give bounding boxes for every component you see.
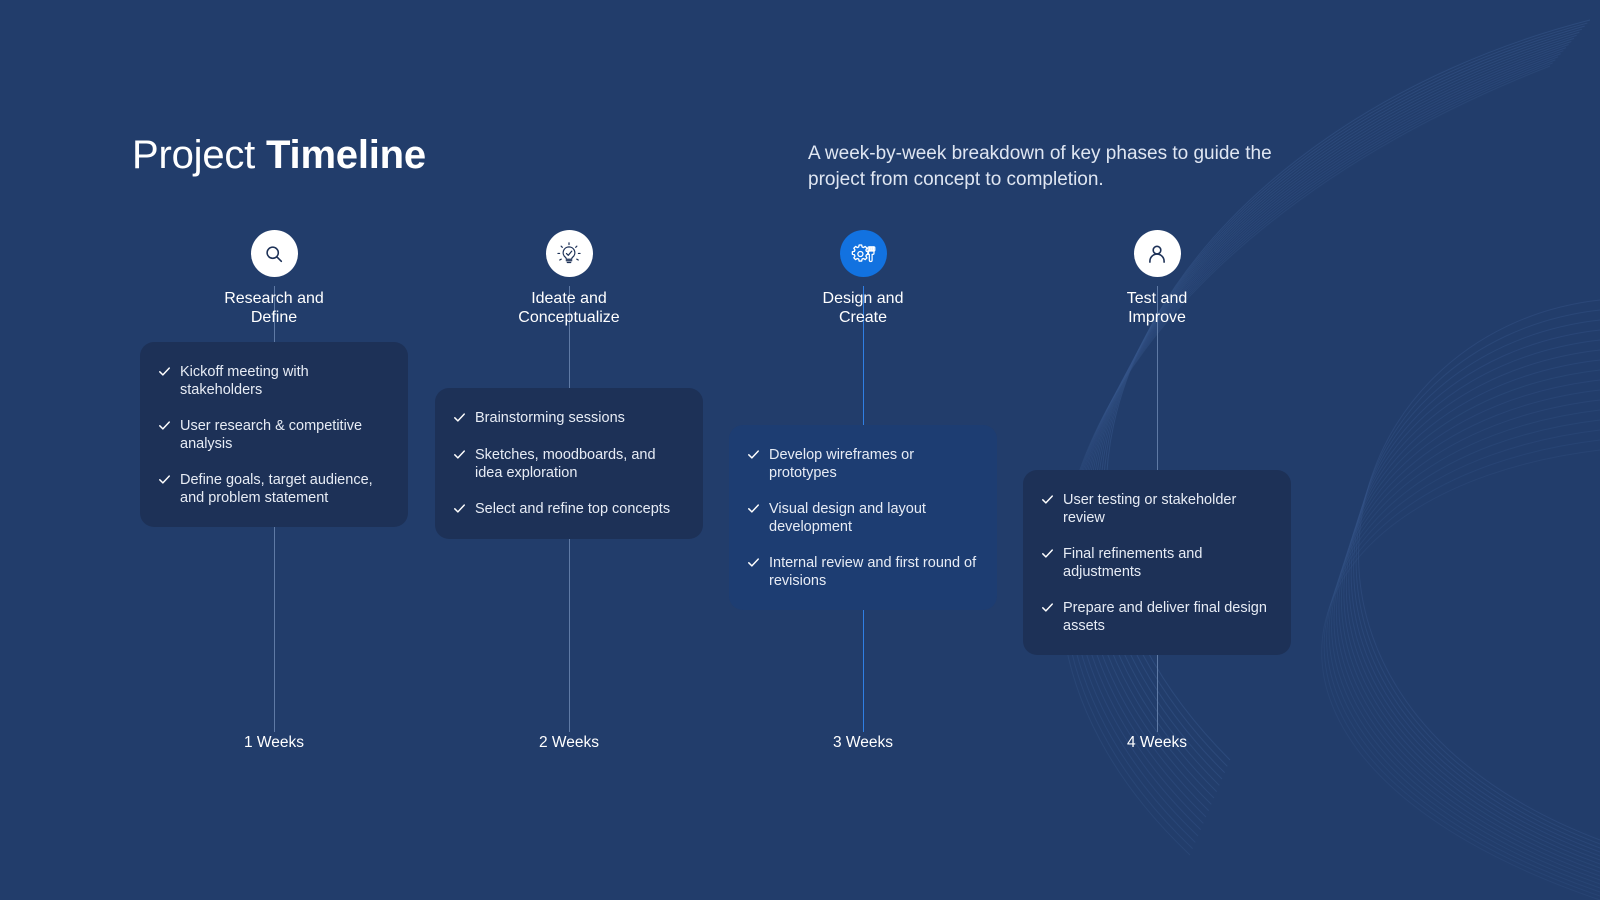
gear-paintbrush-icon (850, 241, 876, 267)
check-icon (1041, 601, 1054, 618)
step-title: Ideate and Conceptualize (422, 290, 716, 327)
list-item: Define goals, target audience, and probl… (158, 472, 388, 507)
timeline-step-4[interactable]: Test and Improve User testing or stakeho… (1010, 0, 1304, 900)
step-title-line-2: Conceptualize (518, 308, 620, 326)
check-icon (158, 473, 171, 490)
step-card[interactable]: User testing or stakeholder review Final… (1023, 470, 1291, 655)
list-item: User research & competitive analysis (158, 418, 388, 453)
check-icon (453, 502, 466, 519)
step-week-label: 2 Weeks (538, 734, 600, 751)
step-title: Design and Create (716, 290, 1010, 327)
step-title-line-2: Create (838, 308, 888, 326)
step-title-line-2: Define (250, 308, 298, 326)
timeline-step-3[interactable]: Design and Create Develop wireframes or … (716, 0, 1010, 900)
check-icon (453, 448, 466, 465)
step-icon-bubble[interactable] (250, 230, 298, 277)
step-title-line-1: Design and (822, 290, 904, 307)
list-item: Visual design and layout development (747, 501, 977, 536)
timeline-step-1[interactable]: Research and Define Kickoff meeting with… (127, 0, 421, 900)
page-title-bold: Timeline (266, 133, 426, 177)
list-item-label: Prepare and deliver final design assets (1063, 600, 1267, 634)
step-title-line-1: Research and (224, 290, 324, 307)
list-item: User testing or stakeholder review (1041, 492, 1271, 527)
timeline-step-2[interactable]: Ideate and Conceptualize Brainstorming s… (422, 0, 716, 900)
list-item: Final refinements and adjustments (1041, 546, 1271, 581)
check-icon (158, 419, 171, 436)
user-icon (1145, 242, 1169, 266)
list-item: Develop wireframes or prototypes (747, 447, 977, 482)
list-item-label: Kickoff meeting with stakeholders (180, 364, 309, 398)
list-item: Select and refine top concepts (453, 501, 683, 519)
list-item-label: Visual design and layout development (769, 501, 926, 535)
step-week-label: 1 Weeks (243, 734, 305, 751)
step-title-line-1: Ideate and (531, 290, 607, 307)
check-icon (158, 365, 171, 382)
list-item-label: Develop wireframes or prototypes (769, 447, 915, 481)
step-icon-bubble[interactable] (839, 230, 887, 277)
step-card[interactable]: Kickoff meeting with stakeholders User r… (140, 342, 408, 527)
list-item-label: Sketches, moodboards, and idea explorati… (475, 447, 656, 481)
step-title-line-1: Test and (1126, 290, 1188, 307)
step-title-line-2: Improve (1128, 308, 1186, 326)
list-item-label: User research & competitive analysis (180, 418, 363, 452)
step-title: Research and Define (127, 290, 421, 327)
list-item: Kickoff meeting with stakeholders (158, 364, 388, 399)
list-item: Prepare and deliver final design assets (1041, 600, 1271, 635)
check-icon (747, 448, 760, 465)
page-title: Project Timeline (132, 131, 426, 179)
step-icon-bubble[interactable] (1133, 230, 1181, 277)
step-card[interactable]: Brainstorming sessions Sketches, moodboa… (435, 388, 703, 539)
list-item-label: Define goals, target audience, and probl… (180, 472, 373, 506)
step-week-label: 4 Weeks (1126, 734, 1188, 751)
list-item-label: Select and refine top concepts (475, 501, 671, 517)
check-icon (747, 556, 760, 573)
page-title-light: Project (132, 133, 267, 177)
step-card[interactable]: Develop wireframes or prototypes Visual … (729, 425, 997, 610)
check-icon (747, 502, 760, 519)
check-icon (453, 411, 466, 428)
list-item: Brainstorming sessions (453, 410, 683, 428)
lightbulb-check-icon (556, 241, 582, 267)
step-icon-bubble[interactable] (545, 230, 593, 277)
check-icon (1041, 493, 1054, 510)
step-title: Test and Improve (1010, 290, 1304, 327)
page-subtitle: A week-by-week breakdown of key phases t… (808, 143, 1272, 190)
list-item-label: User testing or stakeholder review (1063, 492, 1237, 526)
list-item-label: Brainstorming sessions (475, 410, 625, 426)
search-icon (263, 243, 285, 265)
step-week-label: 3 Weeks (832, 734, 894, 751)
check-icon (1041, 547, 1054, 564)
list-item: Sketches, moodboards, and idea explorati… (453, 447, 683, 482)
list-item-label: Final refinements and adjustments (1063, 546, 1203, 580)
list-item: Internal review and first round of revis… (747, 555, 977, 590)
list-item-label: Internal review and first round of revis… (769, 555, 977, 589)
